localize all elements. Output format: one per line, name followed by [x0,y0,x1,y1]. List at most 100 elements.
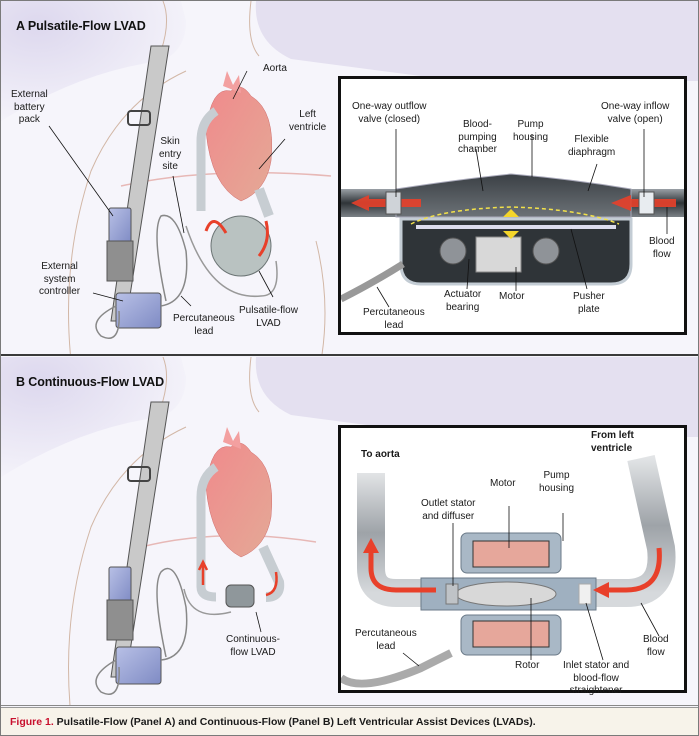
panel-a-illustration [1,1,698,354]
system-controller [115,646,162,685]
leader-battery [48,125,114,217]
percutaneous-lead-tube [341,649,453,688]
label-blood-flow: Blood flow [649,236,675,260]
motor-top [472,540,550,568]
label-percutaneous-lead: Percutaneous lead [173,313,235,337]
inset-b-illustration [341,454,676,688]
leader-actuator [466,258,470,290]
label-motor: Motor [490,478,516,489]
strap-buckle [127,110,151,126]
label-actuator-bearing: Actuator bearing [444,289,482,313]
percutaneous-cable [185,225,278,297]
label-inlet-stator: Inlet stator and blood-flow straightener [563,660,630,696]
label-flexible-diaphragm: Flexible diaphragm [568,134,616,158]
panel-b-illustration [1,357,698,705]
aorta-vessels [223,427,241,449]
pumping-motion-arrow [503,209,519,239]
battery-pack [108,566,132,603]
label-left-ventricle: Left ventricle [289,109,327,133]
label-rotor: Rotor [515,660,540,671]
leader-inset-lead [402,652,420,667]
label-from-left-ventricle: From left ventricle [591,430,634,454]
label-outlet-stator: Outlet stator and diffuser [421,498,476,522]
panel-a: A Pulsatile-Flow LVAD External battery p… [1,1,698,356]
label-skin-entry: Skin entry site [159,136,182,172]
label-inflow-valve: One-way inflow valve (open) [601,101,670,125]
leader-controller [92,292,124,302]
right-shoulder [255,1,698,81]
leader-chamber [475,148,484,192]
blood-flow-arrow-in [257,220,269,257]
flexible-diaphragm [410,206,620,225]
leader-aorta [232,70,248,100]
battery-holster [106,599,134,641]
label-outflow-valve: One-way outflow valve (closed) [352,101,427,125]
caption-text: Pulsatile-Flow (Panel A) and Continuous-… [53,716,536,728]
rotor [455,581,557,607]
blood-flow-arrow-out [197,559,209,585]
controller-loop-cable [95,305,120,339]
battery-holster [106,240,134,282]
leader-diaphragm [587,163,598,192]
leader-pusher [570,228,588,290]
label-aorta: Aorta [263,63,287,74]
inset-b-pump-detail: To aorta From left ventricle Motor Pump … [338,425,687,696]
panel-b: B Continuous-Flow LVAD Continuous- flow … [1,357,698,706]
label-pump-housing: Pump housing [513,119,549,143]
inlet-stator [578,583,592,605]
panel-a-title: A Pulsatile-Flow LVAD [16,19,146,33]
inflow-cannula [254,187,274,218]
controller-cable [156,567,188,661]
outflow-valve [385,191,402,215]
leader-device [255,611,262,633]
figure-number: Figure 1. [10,716,54,728]
percutaneous-lead-tube [341,261,405,303]
aorta-vessels [223,71,241,93]
continuous-flow-pump [225,584,255,608]
label-to-aorta: To aorta [361,449,400,460]
motor [475,236,522,273]
heart [205,442,272,558]
leader-left-ventricle [258,138,286,170]
left-shoulder [1,357,186,477]
outflow-arrow [368,548,436,593]
torso-outline-right [315,240,326,354]
label-blood-flow: Blood flow [643,634,669,658]
figure-caption: Figure 1. Pulsatile-Flow (Panel A) and C… [1,707,698,735]
leader-blood-flow [640,602,660,637]
outflow-graft [196,107,219,211]
inset-a-illustration [341,129,684,308]
label-continuous-device: Continuous- flow LVAD [226,634,280,658]
battery-pack [108,207,132,244]
leader-percutaneous [180,295,192,307]
blood-flow-arrow-out [204,220,228,234]
actuator-bearing-right [532,237,560,265]
outlet-stator [445,583,459,605]
inflow-conduit [581,454,676,607]
leader-device [258,270,274,298]
inset-a-pump-detail: One-way outflow valve (closed) One-way i… [338,76,687,335]
outflow-conduit [357,473,441,607]
strap-buckle [127,466,151,482]
leader-inset-lead [376,286,390,308]
blood-flow-arrow-in [265,571,278,597]
motor-bottom [472,620,550,648]
label-system-controller: External system controller [39,261,81,297]
heart [205,86,272,202]
leader-skin-entry [172,175,185,234]
controller-loop-cable [95,659,120,695]
label-inset-percutaneous-lead: Percutaneous lead [363,307,425,331]
label-inset-percutaneous-lead: Percutaneous lead [355,628,417,652]
label-pusher-plate: Pusher plate [573,291,605,315]
inflow-arrow [606,547,662,593]
inflow-arrowhead [593,582,609,598]
label-pulsatile-device: Pulsatile-flow LVAD [239,305,298,329]
actuator-bearing-left [439,237,467,265]
inflow-cannula [258,544,285,602]
outflow-arrowhead [363,538,379,553]
system-controller [115,292,162,329]
label-battery-pack: External battery pack [11,89,48,125]
label-motor: Motor [499,291,525,302]
label-pump-housing: Pump housing [539,470,575,494]
left-shoulder [1,1,186,121]
